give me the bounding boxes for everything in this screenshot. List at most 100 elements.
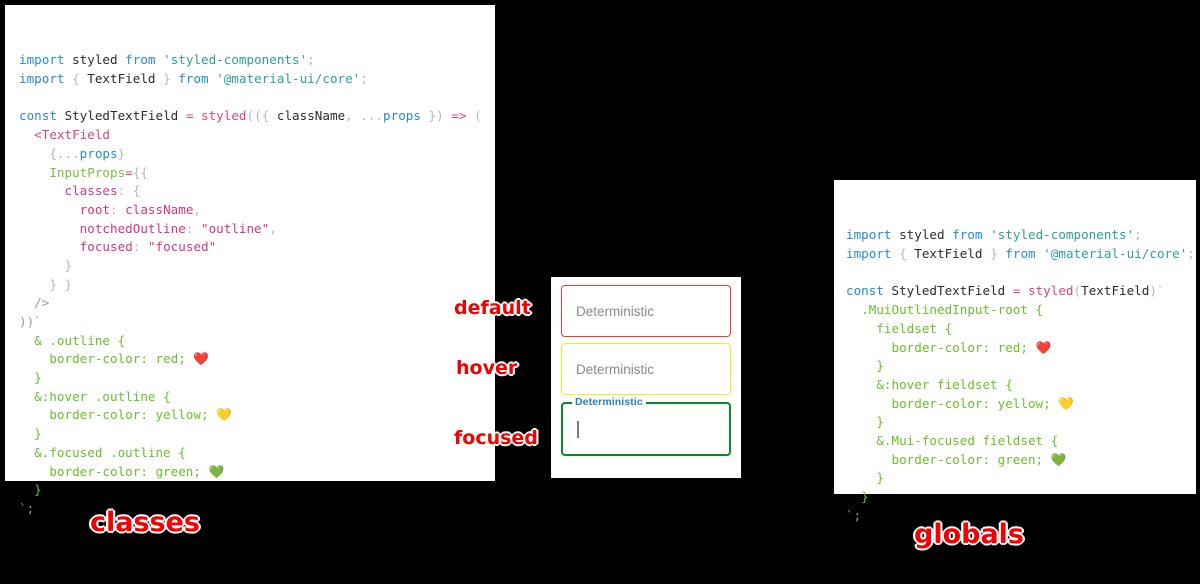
code-line: import { TextField } from '@material-ui/…: [846, 245, 1196, 264]
code-token: =: [125, 164, 133, 180]
code-token: ,: [269, 220, 277, 236]
code-token: }: [846, 470, 884, 486]
code-token: props: [79, 145, 118, 161]
code-line: classes: {: [19, 182, 495, 201]
textfield-default-placeholder: Deterministic: [576, 303, 655, 319]
code-token: }: [846, 358, 884, 374]
code-token: ;: [1187, 246, 1195, 262]
code-token: border-color: red;: [846, 339, 1036, 355]
code-token: }: [117, 145, 126, 161]
textfield-hover[interactable]: Deterministic: [561, 343, 731, 395]
code-token: `;: [846, 507, 862, 523]
code-token: ,: [345, 108, 353, 124]
code-token: root: [19, 201, 110, 217]
code-line: &:hover fieldset {: [846, 376, 1196, 395]
code-token: }: [163, 71, 171, 87]
code-line: border-color: green; 💚: [19, 463, 495, 482]
heart-emoji: ❤️: [193, 351, 210, 367]
code-token: {: [261, 108, 270, 124]
code-token: :: [132, 239, 148, 255]
heart-emoji: 💚: [208, 463, 225, 479]
code-token: ...: [56, 145, 80, 161]
code-line: border-color: yellow; 💛: [846, 395, 1196, 414]
code-token: :: [185, 220, 201, 236]
code-token: (: [466, 108, 482, 124]
code-token: TextField: [79, 71, 164, 87]
code-line: [846, 264, 1196, 283]
textfield-focused[interactable]: Deterministic: [561, 396, 731, 456]
code-token: TextField: [1081, 283, 1150, 299]
textfield-default[interactable]: Deterministic: [561, 285, 731, 337]
textfield-focused-floating-label: Deterministic: [575, 396, 643, 408]
heart-emoji: 💚: [1050, 451, 1067, 467]
code-token: const: [846, 283, 884, 299]
code-line: &:hover .outline {: [19, 388, 495, 407]
code-line: InputProps={{: [19, 164, 495, 183]
code-token: ;: [360, 71, 368, 87]
code-line: border-color: green; 💚: [846, 451, 1196, 470]
code-token: }: [846, 414, 884, 430]
code-line: const StyledTextField = styled(TextField…: [846, 282, 1196, 301]
code-token: }: [19, 426, 42, 442]
code-line: focused: "focused": [19, 238, 495, 257]
code-token: import: [19, 52, 65, 68]
code-token: '@material-ui/core': [1043, 246, 1188, 262]
code-token: ,: [193, 201, 202, 217]
code-token: styled: [201, 108, 247, 124]
annotation-default: default: [454, 297, 531, 319]
code-line: ))`: [19, 313, 495, 332]
code-token: StyledTextField: [883, 283, 1013, 299]
code-token: focused: [19, 239, 133, 255]
code-token: from: [952, 227, 983, 243]
code-line: }: [19, 425, 495, 444]
code-line: [19, 89, 495, 108]
code-line: }: [846, 413, 1196, 432]
code-token: 'styled-components': [163, 52, 308, 68]
code-token: notchedOutline: [19, 220, 186, 236]
code-token: & .outline {: [19, 332, 126, 348]
code-token: ;: [307, 52, 315, 68]
code-token: className: [125, 201, 194, 217]
code-token: border-color: green;: [19, 463, 209, 479]
code-token: StyledTextField: [56, 108, 186, 124]
code-token: import: [19, 71, 65, 87]
code-line: import { TextField } from '@material-ui/…: [19, 70, 495, 89]
code-token: [983, 227, 991, 242]
code-line: & .outline {: [19, 332, 495, 351]
code-panel-classes: import styled from 'styled-components';i…: [5, 5, 495, 516]
code-token: }): [420, 108, 452, 124]
code-token: fieldset {: [846, 320, 953, 336]
code-token: TextField: [906, 246, 991, 262]
code-panel-globals: import styled from 'styled-components';i…: [834, 180, 1196, 523]
code-token: } }: [19, 276, 73, 292]
code-token: border-color: yellow;: [19, 407, 217, 423]
code-token: ;: [1134, 227, 1142, 243]
code-line: const StyledTextField = styled(({ classN…: [19, 107, 495, 126]
code-token: [65, 71, 73, 86]
code-line: &.Mui-focused fieldset {: [846, 432, 1196, 451]
code-token: {: [132, 183, 141, 199]
code-line: import styled from 'styled-components';: [19, 51, 495, 70]
code-token: =: [185, 108, 194, 124]
code-line: notchedOutline: "outline",: [19, 220, 495, 239]
code-line: fieldset {: [846, 320, 1196, 339]
code-line: &.focused .outline {: [19, 444, 495, 463]
code-line: } }: [19, 276, 495, 295]
code-token: ...: [360, 108, 384, 124]
code-token: :: [110, 201, 126, 217]
code-line: border-color: yellow; 💛: [19, 406, 495, 425]
code-token: }: [990, 246, 998, 262]
code-line: `;: [846, 507, 1196, 526]
code-token: :: [117, 183, 133, 199]
annotation-focused: focused: [454, 427, 538, 449]
textfield-hover-placeholder: Deterministic: [576, 361, 655, 377]
code-token: }: [19, 482, 42, 498]
code-token: {{: [132, 164, 148, 180]
code-token: '@material-ui/core': [216, 71, 361, 87]
code-token: }: [19, 257, 73, 273]
code-token: }: [19, 370, 42, 386]
code-token: [156, 52, 164, 67]
code-token: "outline": [200, 220, 270, 236]
code-token: from: [178, 71, 209, 87]
code-line: root: className,: [19, 201, 495, 220]
